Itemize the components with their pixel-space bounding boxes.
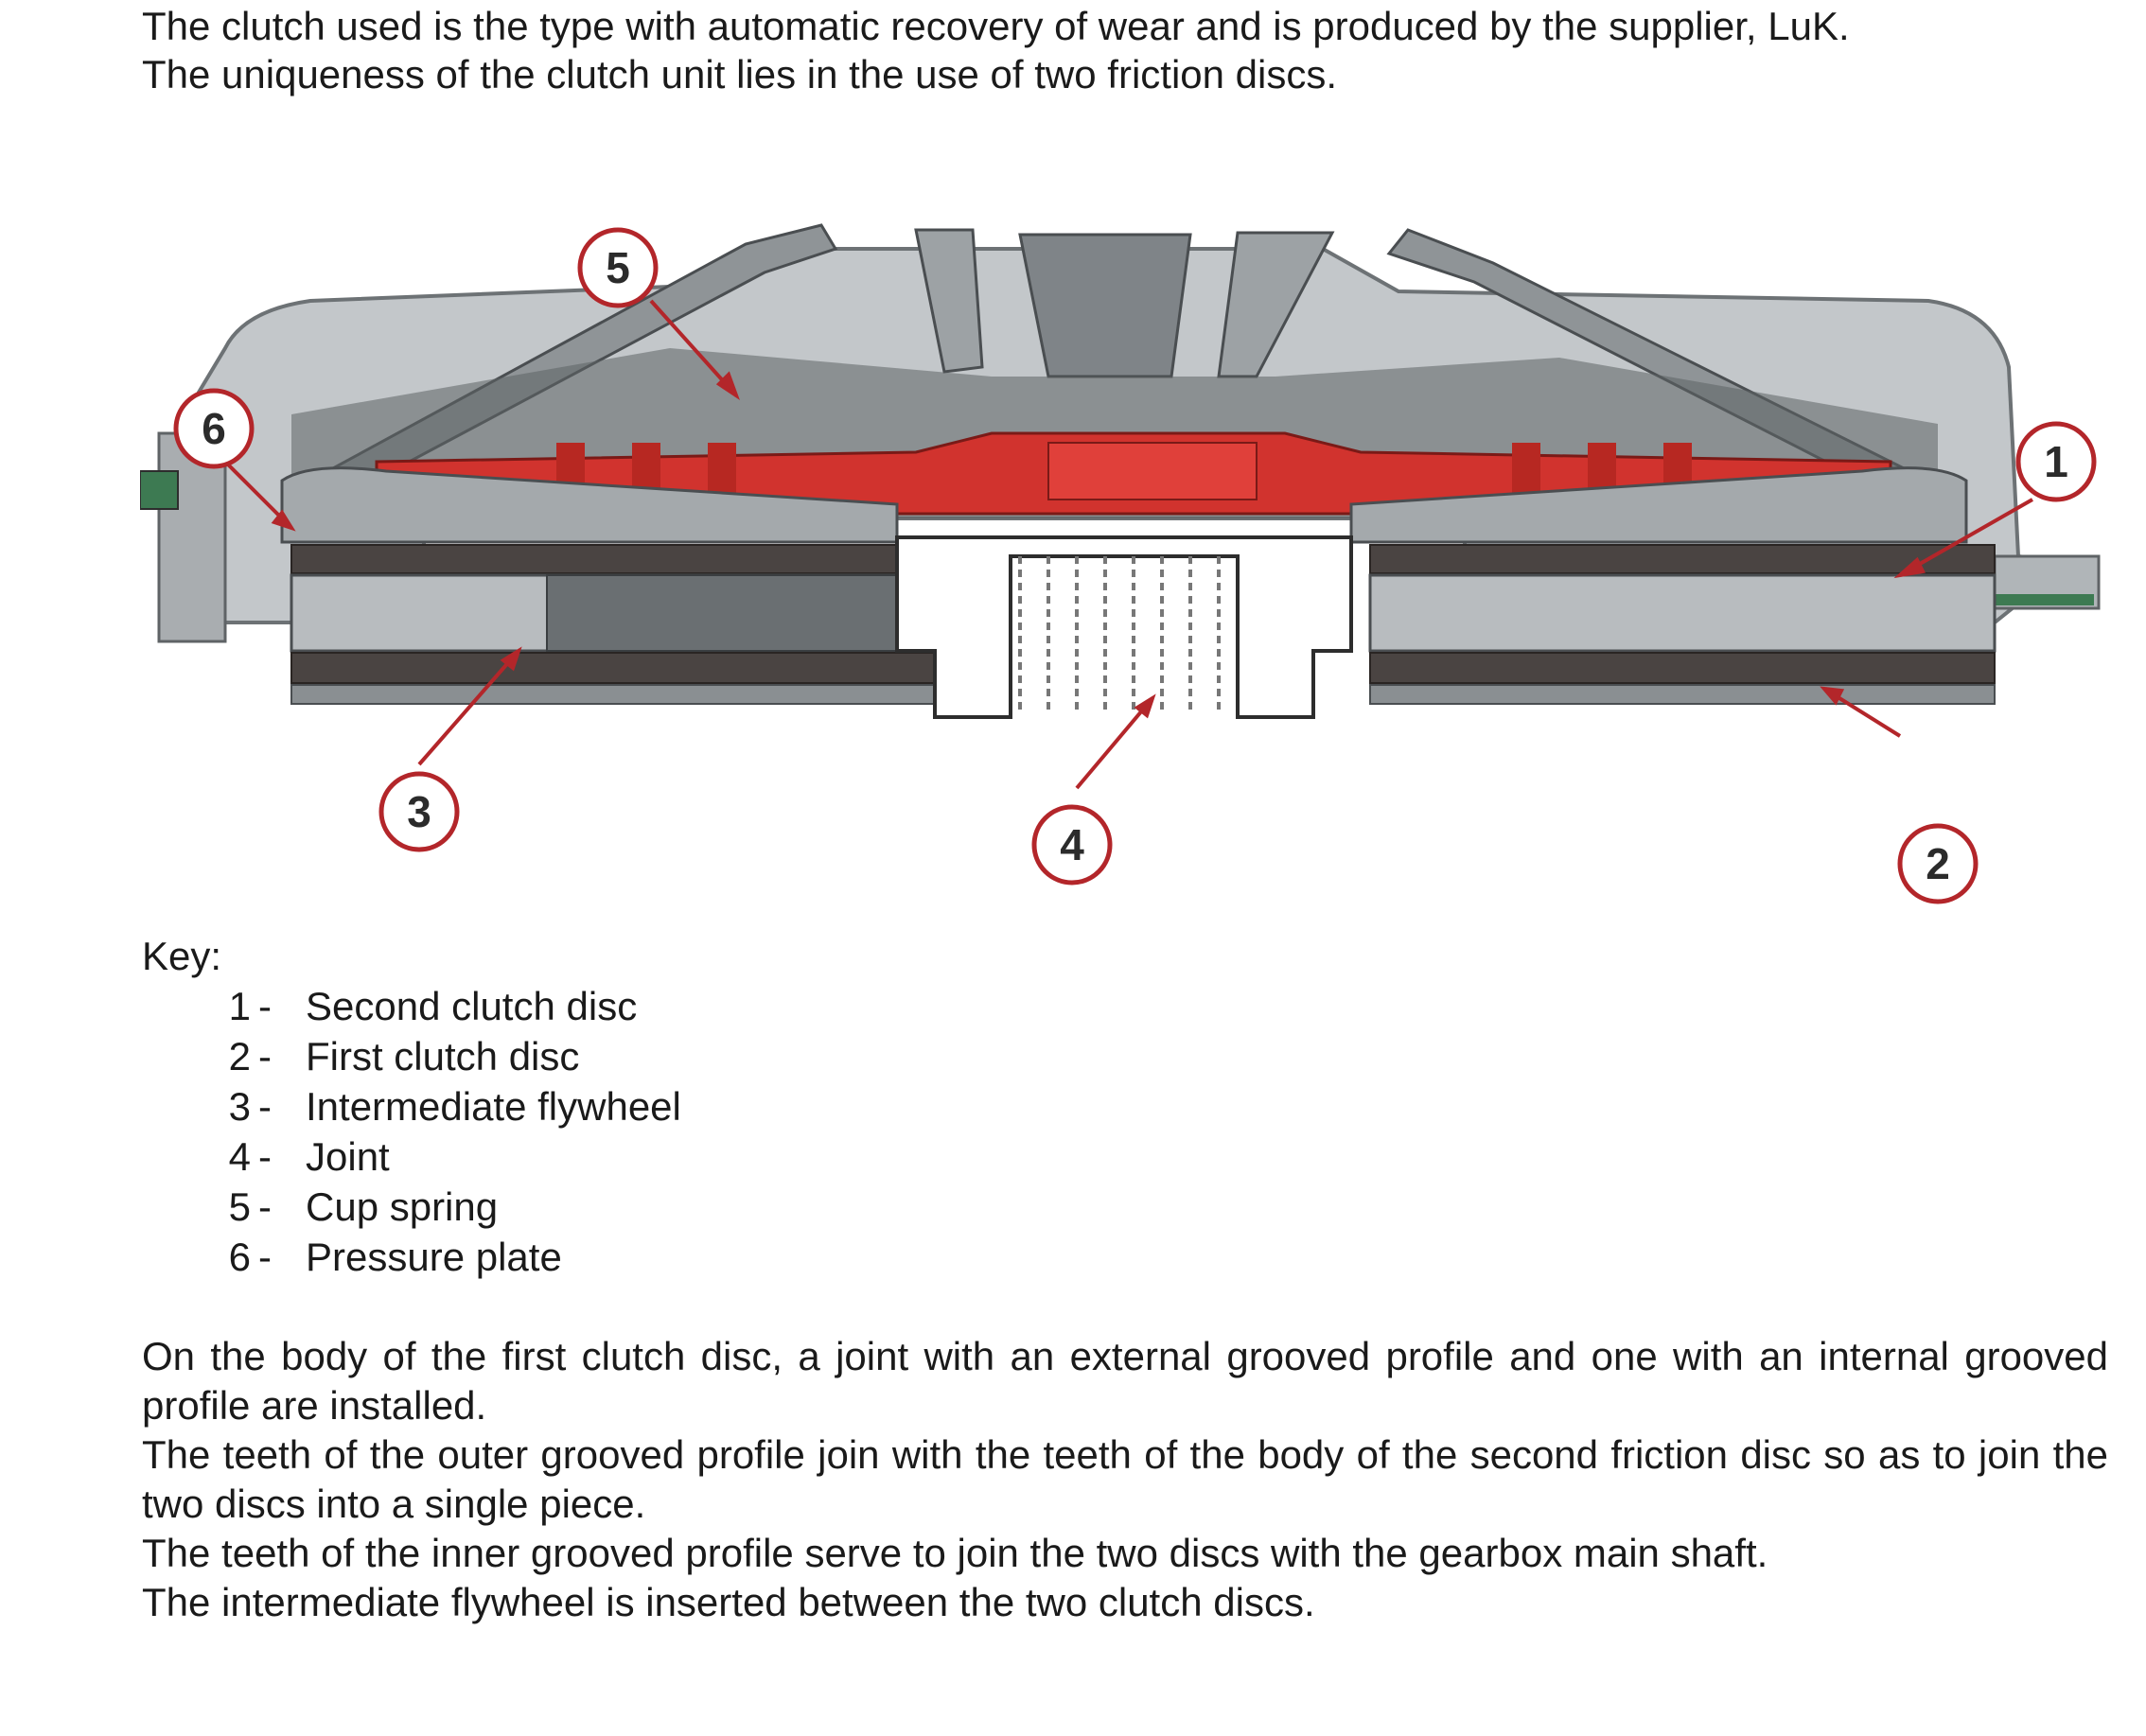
key-item-label: Joint — [306, 1134, 390, 1179]
second-clutch-disc-right — [1369, 544, 1996, 574]
key-item-dash: - — [258, 1134, 272, 1179]
intro-line-1: The clutch used is the type with automat… — [142, 4, 1850, 48]
key-item-label: Cup spring — [306, 1184, 499, 1229]
body-paragraph-2: The teeth of the outer grooved profile j… — [142, 1432, 2108, 1526]
body-paragraph-4: The intermediate flywheel is inserted be… — [142, 1580, 1315, 1624]
callout-2: 2 — [1897, 823, 1979, 904]
key-item-label: Second clutch disc — [306, 984, 638, 1028]
key-legend: Key: 1 - Second clutch disc 2 - First cl… — [142, 932, 1277, 1282]
first-clutch-disc-left — [290, 652, 1011, 684]
key-item-number: 6 — [228, 1235, 251, 1279]
body-text: On the body of the first clutch disc, a … — [142, 1332, 2108, 1627]
key-item: 2 - First clutch disc — [218, 1031, 1277, 1081]
key-item-number: 1 — [228, 984, 251, 1028]
svg-text:4: 4 — [1060, 820, 1084, 869]
svg-text:6: 6 — [202, 404, 226, 453]
key-item-dash: - — [258, 1184, 272, 1229]
callout-5: 5 — [577, 227, 659, 308]
intro-line-2: The uniqueness of the clutch unit lies i… — [142, 52, 1338, 96]
key-item-dash: - — [258, 1034, 272, 1078]
key-item-label: Intermediate flywheel — [306, 1084, 681, 1129]
intro-text: The clutch used is the type with automat… — [142, 2, 2110, 98]
svg-text:2: 2 — [1926, 839, 1950, 888]
key-item: 6 - Pressure plate — [218, 1232, 1277, 1282]
first-clutch-disc-right — [1369, 652, 1996, 684]
svg-text:5: 5 — [606, 243, 630, 292]
joint-hub — [895, 535, 1353, 719]
key-item-dash: - — [258, 1084, 272, 1129]
key-list: 1 - Second clutch disc 2 - First clutch … — [142, 981, 1277, 1282]
callout-1: 1 — [2015, 421, 2097, 502]
svg-text:1: 1 — [2044, 437, 2068, 486]
key-item-number: 2 — [228, 1034, 251, 1078]
key-item: 5 - Cup spring — [218, 1182, 1277, 1232]
key-item-number: 5 — [228, 1184, 251, 1229]
body-paragraph-3: The teeth of the inner grooved profile s… — [142, 1531, 1768, 1575]
svg-text:3: 3 — [407, 787, 431, 836]
pressure-plate — [280, 466, 899, 544]
callout-1-leader — [1899, 498, 2033, 577]
key-title: Key: — [142, 934, 222, 978]
key-item-dash: - — [258, 1235, 272, 1279]
body-paragraph-1: On the body of the first clutch disc, a … — [142, 1334, 2108, 1428]
clutch-cross-section-illustration: 5 6 1 3 4 2 — [140, 223, 2101, 904]
key-item-dash: - — [258, 984, 272, 1028]
key-item-number: 3 — [228, 1084, 251, 1129]
key-item-label: Pressure plate — [306, 1235, 562, 1279]
callout-6: 6 — [173, 388, 255, 469]
key-item: 3 - Intermediate flywheel — [218, 1081, 1277, 1131]
key-item-number: 4 — [228, 1134, 251, 1179]
intermediate-flywheel-right — [1368, 573, 1996, 653]
callout-4-leader — [1075, 696, 1154, 790]
clutch-cross-section-figure: 5 6 1 3 4 2 — [140, 159, 2108, 916]
key-item: 4 - Joint — [218, 1131, 1277, 1182]
key-item-label: First clutch disc — [306, 1034, 580, 1078]
key-item: 1 - Second clutch disc — [218, 981, 1277, 1031]
callout-4: 4 — [1031, 804, 1113, 886]
callout-3-leader — [417, 649, 520, 766]
callout-3: 3 — [378, 771, 460, 852]
